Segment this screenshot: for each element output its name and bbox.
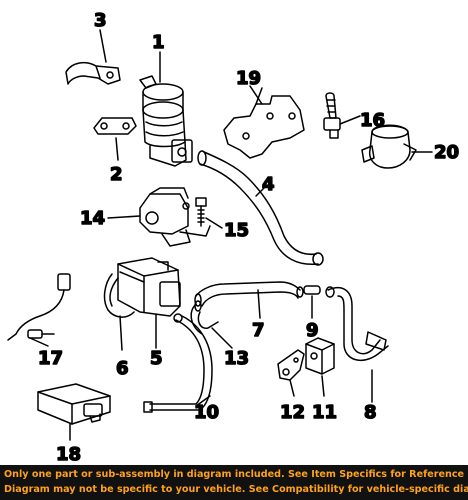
part-8-hose [325,286,389,362]
callout-12: 12 [280,402,305,423]
diagram-artwork: 3 1 19 16 20 2 4 14 15 7 9 17 6 5 13 8 1… [7,9,460,465]
leader-7 [257,289,261,319]
part-14-valve [139,187,211,247]
part-11-solenoid [305,337,335,375]
part-4-pipe [197,150,324,266]
callout-16: 16 [360,110,385,131]
leader-12 [289,379,295,397]
leader-19 [249,85,263,105]
callout-17: 17 [38,348,63,369]
part-2-gasket [93,117,137,135]
leader-10 [195,395,211,407]
part-15-bolt [195,197,207,227]
disclaimer-line-2: Diagram may not be specific to your vehi… [4,484,468,495]
part-5-canister [117,257,181,317]
leader-15 [205,217,223,229]
callout-11: 11 [312,402,337,423]
callout-5: 5 [150,348,163,369]
disclaimer-banner: Only one part or sub-assembly in diagram… [0,465,468,500]
leader-2 [115,137,119,161]
leader-6 [119,315,123,351]
leader-16 [339,115,361,125]
part-10-hose [143,313,213,413]
callout-10: 10 [194,402,219,423]
leader-11 [321,375,325,397]
callout-20: 20 [434,142,459,163]
callout-9: 9 [306,320,319,341]
part-1-air-pump [139,75,193,167]
callout-6: 6 [116,358,129,379]
leader-14 [107,215,141,219]
part-7-hose [194,281,304,307]
callout-2: 2 [110,164,123,185]
part-13-hose [190,300,219,335]
callout-19: 19 [236,68,261,89]
callout-4: 4 [262,174,275,195]
callout-14: 14 [80,208,105,229]
leader-17 [29,337,49,347]
part-9-connector [303,285,321,295]
part-17-sensor [7,273,71,341]
callout-18: 18 [56,444,81,465]
part-18-module [37,383,111,425]
callout-1: 1 [152,32,165,53]
callout-15: 15 [224,220,249,241]
disclaimer-line-1: Only one part or sub-assembly in diagram… [4,469,468,480]
callout-7: 7 [252,320,265,341]
callout-8: 8 [364,402,377,423]
leader-13 [211,327,233,349]
leader-3 [99,29,107,63]
leader-4 [255,185,267,197]
part-6-hose [103,273,135,318]
callout-13: 13 [224,348,249,369]
part-12-bracket [277,349,305,381]
part-16-sensor [323,92,341,139]
callout-3: 3 [94,10,107,31]
part-20-valve [361,124,417,169]
part-3-bracket [65,61,121,85]
part-19-bracket [223,87,305,159]
